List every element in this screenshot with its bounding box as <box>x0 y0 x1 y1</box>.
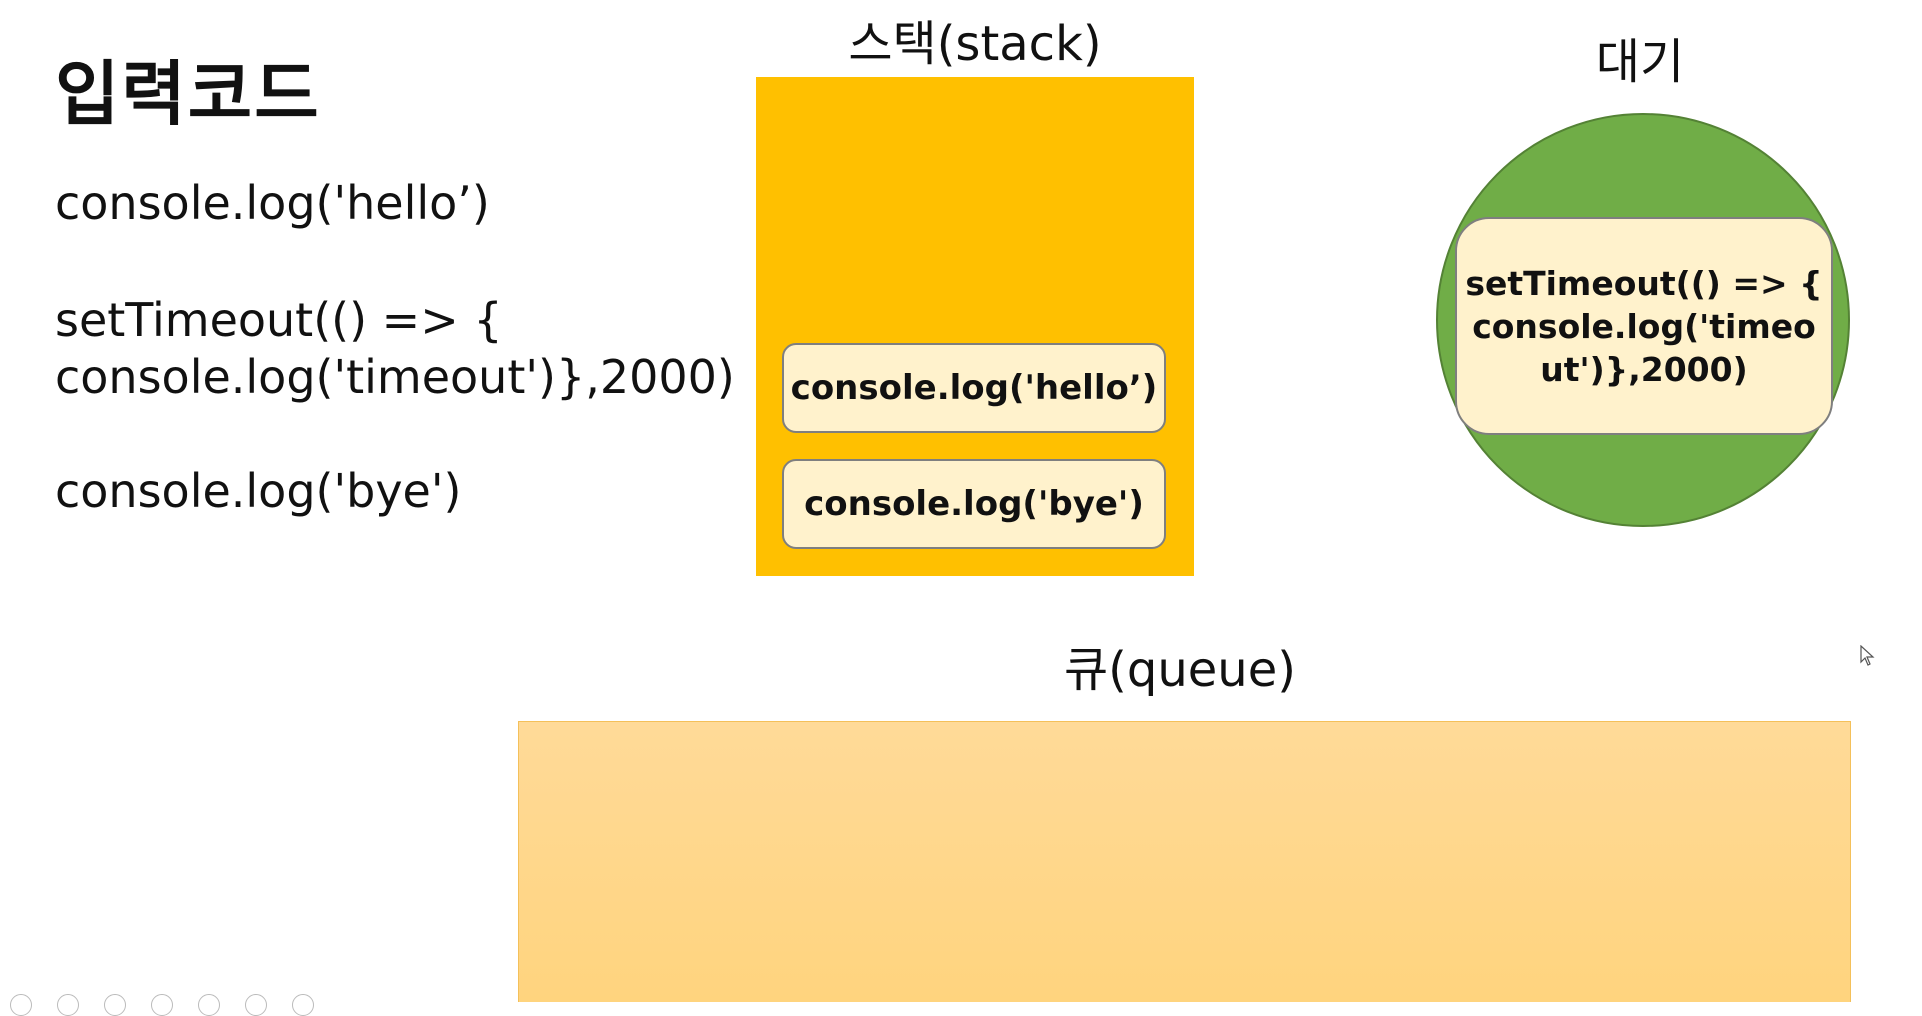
nav-dot[interactable] <box>10 994 32 1016</box>
wait-label: 대기 <box>1595 34 1685 90</box>
queue-container <box>518 721 1851 1002</box>
queue-label: 큐(queue) <box>1064 642 1296 698</box>
stack-frame-hello: console.log('hello’) <box>782 343 1166 433</box>
code-line-timeout-1: setTimeout(() => { <box>55 293 503 347</box>
nav-dot[interactable] <box>292 994 314 1016</box>
wait-card-line: setTimeout(() => { <box>1465 263 1823 303</box>
nav-dot[interactable] <box>104 994 126 1016</box>
nav-dot[interactable] <box>57 994 79 1016</box>
nav-dot[interactable] <box>151 994 173 1016</box>
wait-card-line: ut')},2000) <box>1540 349 1748 389</box>
code-line-bye: console.log('bye') <box>55 464 462 518</box>
wait-card-line: console.log('timeo <box>1472 306 1816 346</box>
code-title: 입력코드 <box>55 53 321 135</box>
code-line-hello: console.log('hello’) <box>55 176 490 230</box>
mouse-pointer-icon <box>1860 644 1876 671</box>
stack-frame-bye: console.log('bye') <box>782 459 1166 549</box>
stack-container: console.log('hello’) console.log('bye') <box>756 77 1194 576</box>
stack-label: 스택(stack) <box>848 16 1102 72</box>
code-block-timeout: setTimeout(() => { console.log('timeout'… <box>55 292 735 406</box>
code-line-timeout-2: console.log('timeout')},2000) <box>55 350 735 404</box>
nav-dot[interactable] <box>245 994 267 1016</box>
wait-card-timeout: setTimeout(() => { console.log('timeo ut… <box>1455 217 1833 435</box>
nav-dot[interactable] <box>198 994 220 1016</box>
